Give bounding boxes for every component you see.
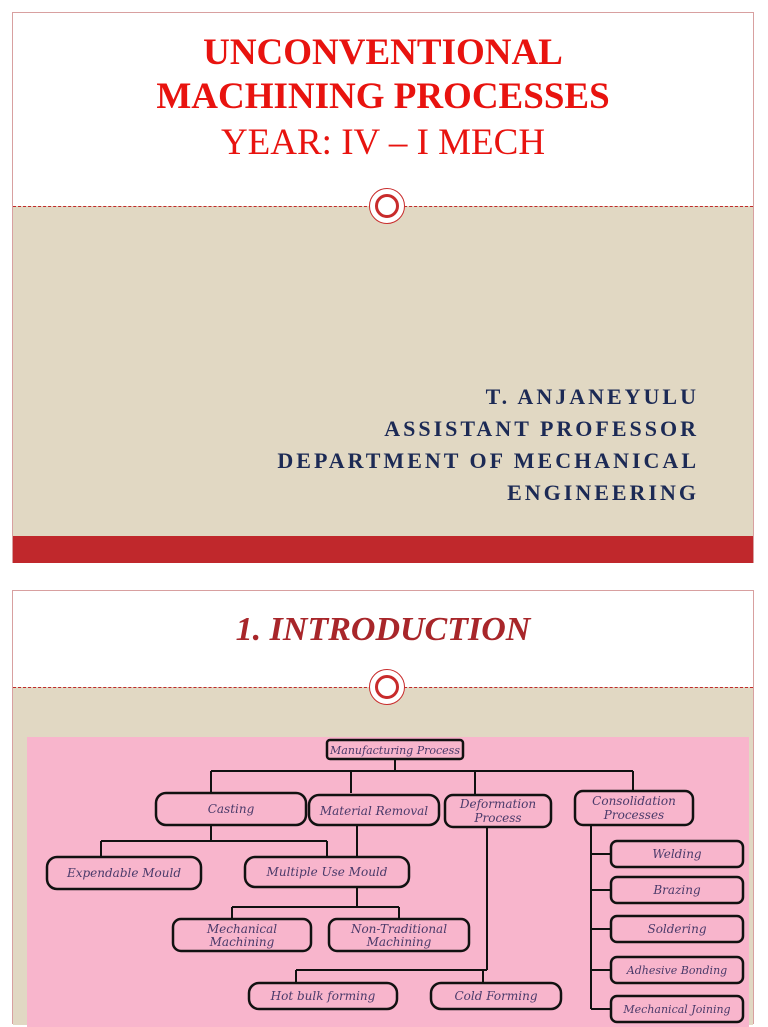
author-title: ASSISTANT PROFESSOR	[384, 416, 699, 441]
process-tree-svg: Manufacturing Process Casting Material R…	[45, 738, 745, 1024]
title-line-2: MACHINING PROCESSES	[156, 76, 610, 117]
consolidation-box	[573, 789, 695, 827]
expendable-label: Expendable Mould	[66, 866, 181, 880]
mechanical-machining-label-1: Mechanical	[206, 922, 277, 936]
welding-box	[609, 839, 745, 869]
material-removal-box	[307, 793, 441, 827]
content-band	[13, 206, 753, 536]
subtitle: YEAR: IV – I MECH	[220, 122, 546, 163]
slide-heading: 1. INTRODUCTION	[235, 611, 531, 648]
ring-ornament-icon	[369, 188, 405, 224]
casting-label: Casting	[208, 802, 255, 816]
title-block: UNCONVENTIONAL MACHINING PROCESSES YEAR:…	[13, 31, 753, 165]
mechanical-joining-label: Mechanical Joining	[622, 1003, 730, 1016]
footer-bar	[13, 536, 753, 563]
author-block: T. ANJANEYULU ASSISTANT PROFESSOR DEPART…	[277, 381, 699, 509]
multiple-box	[243, 855, 411, 889]
consolidation-label-2: Processes	[603, 808, 664, 822]
soldering-label: Soldering	[647, 922, 706, 936]
manufacturing-process-diagram: Manufacturing Process Casting Material R…	[27, 737, 749, 1027]
hot-forming-label: Hot bulk forming	[270, 989, 376, 1003]
ring-ornament-icon	[369, 669, 405, 705]
casting-box	[154, 791, 308, 827]
mechanical-machining-box	[171, 917, 313, 953]
brazing-label: Brazing	[652, 883, 701, 897]
root-box	[325, 738, 465, 761]
expendable-box	[45, 855, 203, 891]
consolidation-label-1: Consolidation	[592, 794, 676, 808]
non-traditional-label-2: Machining	[366, 935, 432, 949]
non-traditional-label-1: Non-Traditional	[350, 922, 447, 936]
non-traditional-box	[327, 917, 471, 953]
adhesive-box	[609, 955, 745, 985]
adhesive-label: Adhesive Bonding	[626, 964, 727, 977]
deformation-label-1: Deformation	[459, 797, 536, 811]
title-line-1: UNCONVENTIONAL	[203, 32, 563, 73]
material-removal-label: Material Removal	[319, 804, 428, 818]
root-label: Manufacturing Process	[329, 744, 460, 757]
cold-forming-label: Cold Forming	[455, 989, 538, 1003]
welding-label: Welding	[652, 847, 702, 861]
multiple-label: Multiple Use Mould	[266, 865, 388, 879]
introduction-slide: 1. INTRODUCTION	[12, 590, 754, 1027]
title-slide: UNCONVENTIONAL MACHINING PROCESSES YEAR:…	[12, 12, 754, 563]
soldering-box	[609, 914, 745, 944]
cold-forming-box	[429, 981, 563, 1011]
mechanical-machining-label-2: Machining	[209, 935, 275, 949]
mechanical-joining-box	[609, 994, 745, 1024]
department-line-1: DEPARTMENT OF MECHANICAL	[277, 448, 699, 473]
hot-forming-box	[247, 981, 399, 1011]
brazing-box	[609, 875, 745, 905]
author-name: T. ANJANEYULU	[485, 384, 699, 409]
department-line-2: ENGINEERING	[507, 480, 699, 505]
deformation-label-2: Process	[473, 811, 521, 825]
deformation-box	[443, 793, 553, 829]
